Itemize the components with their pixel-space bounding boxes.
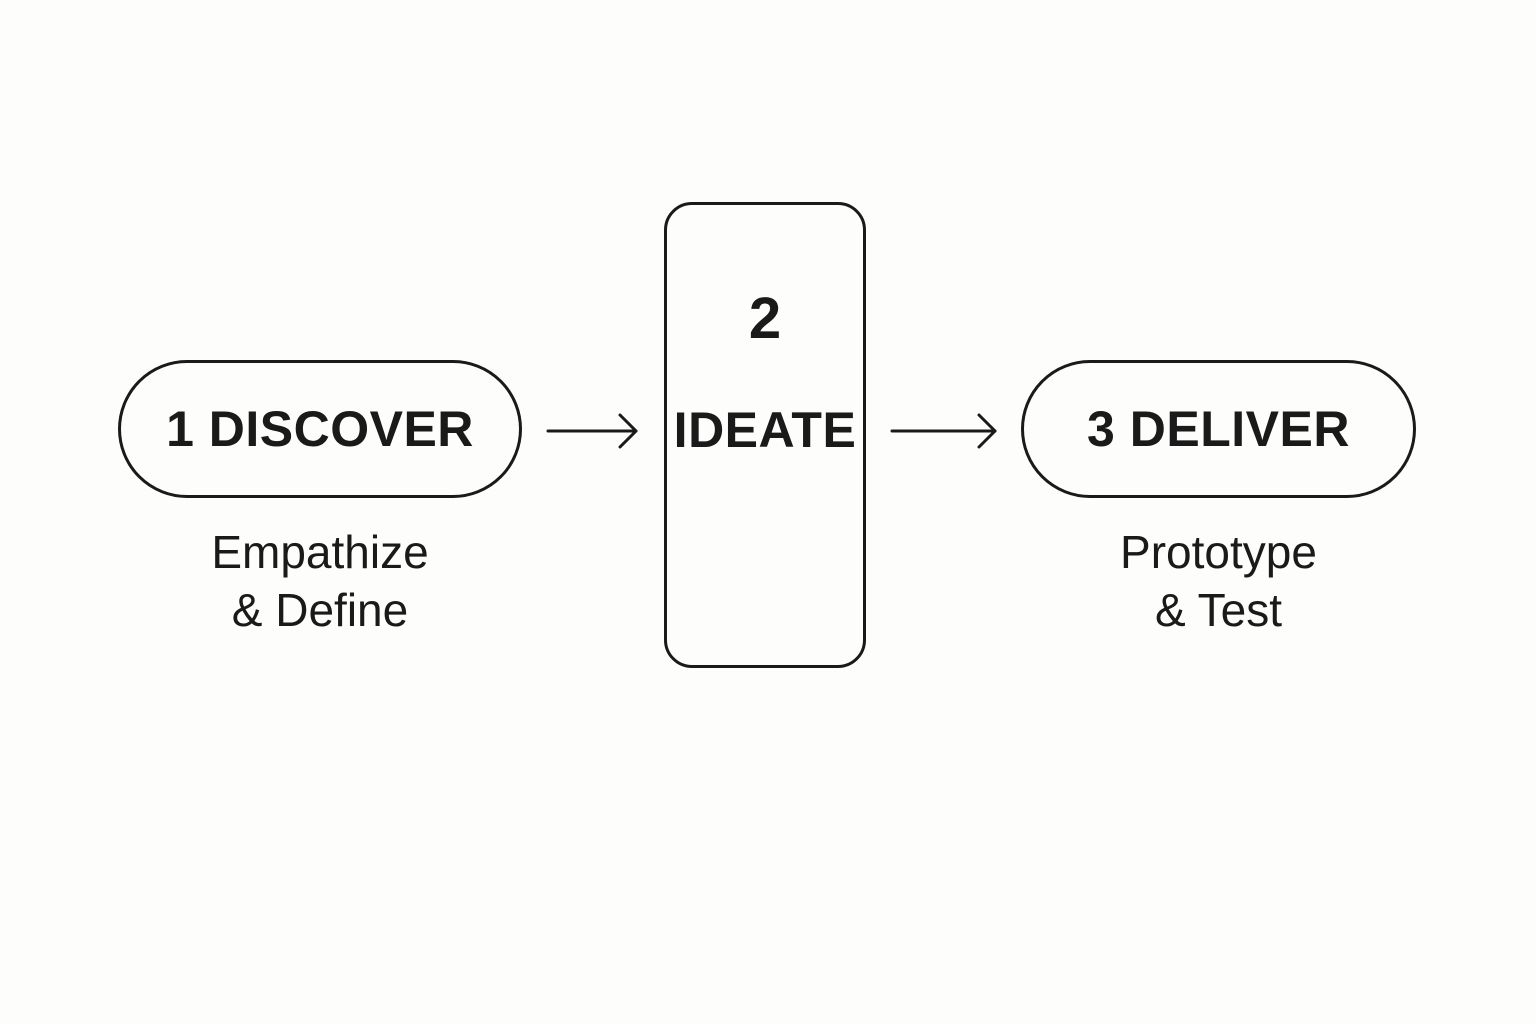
discover-caption-line-2: & Define — [231, 584, 409, 636]
ideate-label: IDEATE — [673, 402, 857, 458]
discover-caption: Empathize & Define — [118, 523, 522, 639]
arrow-right-icon — [546, 413, 638, 449]
deliver-label: 3 DELIVER — [1087, 401, 1350, 457]
ideate-node: 2 IDEATE — [664, 202, 866, 668]
discover-label: 1 DISCOVER — [166, 401, 474, 457]
deliver-caption-line-1: Prototype — [1120, 526, 1317, 578]
discover-node: 1 DISCOVER — [118, 360, 522, 498]
deliver-caption-line-2: & Test — [1155, 584, 1282, 636]
deliver-caption: Prototype & Test — [1021, 523, 1416, 639]
ideate-number: 2 — [748, 286, 782, 351]
discover-caption-line-1: Empathize — [211, 526, 429, 578]
deliver-node: 3 DELIVER — [1021, 360, 1416, 498]
arrow-right-icon — [890, 413, 997, 449]
